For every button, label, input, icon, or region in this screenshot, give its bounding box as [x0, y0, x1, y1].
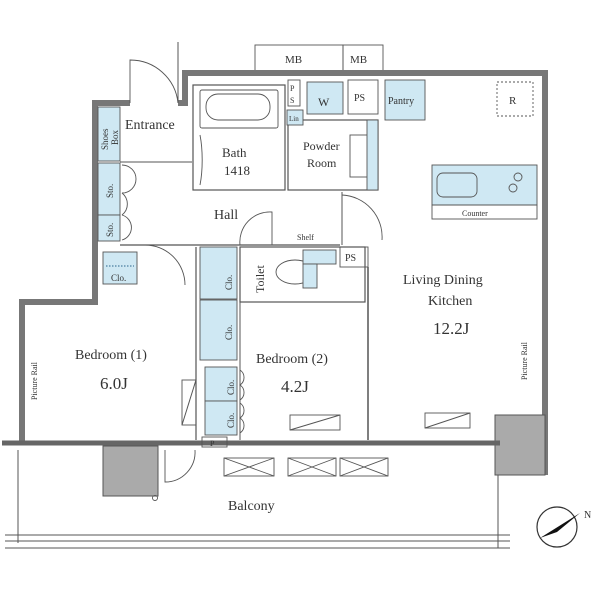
- powder-room: [287, 119, 379, 191]
- closet-2-label: Clo.: [224, 325, 234, 340]
- toilet-room: [239, 246, 366, 303]
- ldk-size: 12.2J: [433, 319, 470, 338]
- ps-small-p: P: [290, 84, 295, 93]
- shoes-box-label-2: Box: [110, 129, 120, 145]
- closet-3-label: Clo.: [226, 380, 236, 395]
- north-label: N: [584, 510, 591, 521]
- counter-label: Counter: [462, 209, 488, 218]
- storage-1-label: Sto.: [105, 184, 115, 198]
- picture-rail-left: Picture Rail: [30, 361, 39, 400]
- bedroom1-size: 6.0J: [100, 374, 128, 393]
- closet-1-label: Clo.: [224, 275, 234, 290]
- bedroom2-label: Bedroom (2): [256, 352, 328, 367]
- ps-toilet-label: PS: [345, 253, 356, 264]
- mb-right-label: MB: [350, 54, 367, 66]
- closet-4-label: Clo.: [226, 413, 236, 428]
- picture-rail-right: Picture Rail: [520, 341, 529, 380]
- toilet-label: Toilet: [253, 265, 267, 293]
- storage-2-label: Sto.: [105, 223, 115, 237]
- linen-label: Lin: [289, 115, 299, 123]
- bedroom1-label: Bedroom (1): [75, 348, 147, 363]
- balcony-label: Balcony: [228, 499, 275, 514]
- ps-top-label: PS: [354, 93, 365, 104]
- refrigerator-label: R: [509, 95, 517, 107]
- bath-label: Bath: [222, 145, 247, 160]
- shelf-label: Shelf: [297, 233, 314, 242]
- pillar-right: [494, 414, 546, 476]
- powder-room-label-1: Powder: [303, 139, 340, 153]
- shoes-box-label-1: Shoes: [100, 128, 110, 150]
- washer-label: W: [318, 95, 330, 109]
- outer-wall: [19, 70, 548, 475]
- balcony: Balcony: [5, 449, 510, 549]
- ldk-label-1: Living Dining: [403, 273, 483, 288]
- powder-room-label-2: Room: [307, 156, 337, 170]
- pantry-label: Pantry: [388, 96, 414, 107]
- bath-size-label: 1418: [224, 163, 250, 178]
- meter-box-group: MB MB: [254, 44, 384, 72]
- p-box-label: P: [210, 439, 215, 448]
- outdoor-unit: [102, 445, 159, 497]
- closet-hall-label: Clo.: [111, 273, 126, 283]
- mb-left-label: MB: [285, 54, 302, 66]
- bedroom2-size: 4.2J: [281, 377, 309, 396]
- entrance-door: [129, 59, 179, 104]
- hall-label: Hall: [214, 208, 238, 223]
- north-arrow-icon: N: [536, 506, 591, 548]
- ps-small-s: S: [290, 96, 294, 105]
- ldk-label-2: Kitchen: [428, 294, 472, 309]
- entrance-label: Entrance: [125, 118, 175, 133]
